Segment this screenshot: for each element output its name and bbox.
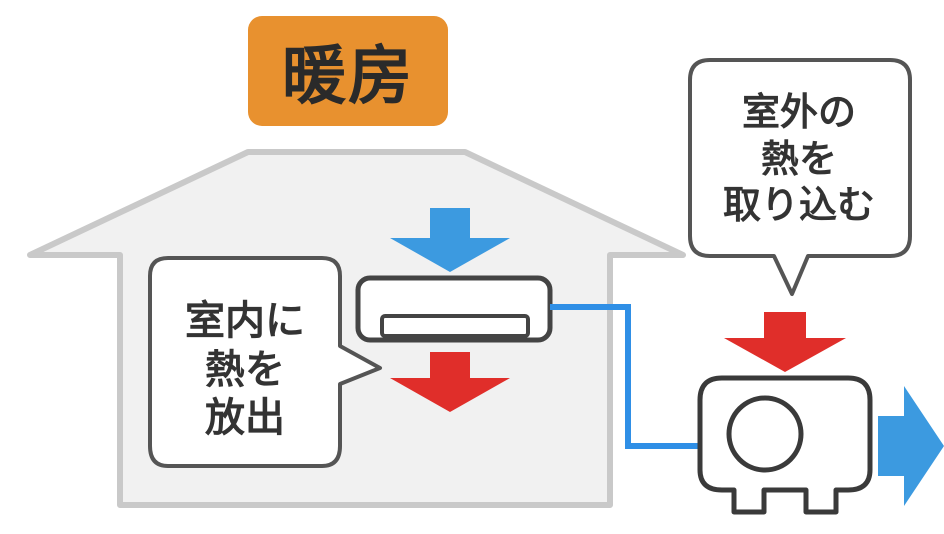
outdoor-bubble-line: 熱を — [760, 136, 837, 181]
red-down-arrow-outdoor-icon — [724, 312, 846, 372]
title-text: 暖房 — [282, 40, 414, 114]
indoor-speech-bubble — [148, 256, 382, 468]
outdoor-bubble-text: 室外の 熱を 取り込む — [690, 68, 908, 250]
indoor-bubble-line: 室内に — [185, 297, 305, 344]
outdoor-bubble-line: 取り込む — [722, 183, 875, 228]
indoor-bubble-line: 放出 — [205, 395, 285, 442]
refrigerant-pipe — [550, 304, 710, 449]
indoor-ac-unit — [355, 275, 553, 343]
indoor-bubble-line: 熱を — [205, 346, 285, 393]
outdoor-fan-icon — [726, 395, 804, 473]
outdoor-bubble-line: 室外の — [741, 90, 856, 135]
blue-right-arrow-icon — [878, 386, 944, 506]
outdoor-speech-bubble — [688, 58, 912, 296]
indoor-bubble-text: 室内に 熱を 放出 — [150, 270, 340, 470]
outdoor-unit — [697, 375, 873, 515]
red-down-arrow-indoor-icon — [390, 352, 510, 412]
blue-down-arrow-indoor-icon — [390, 208, 510, 272]
title-badge: 暖房 — [248, 16, 448, 126]
